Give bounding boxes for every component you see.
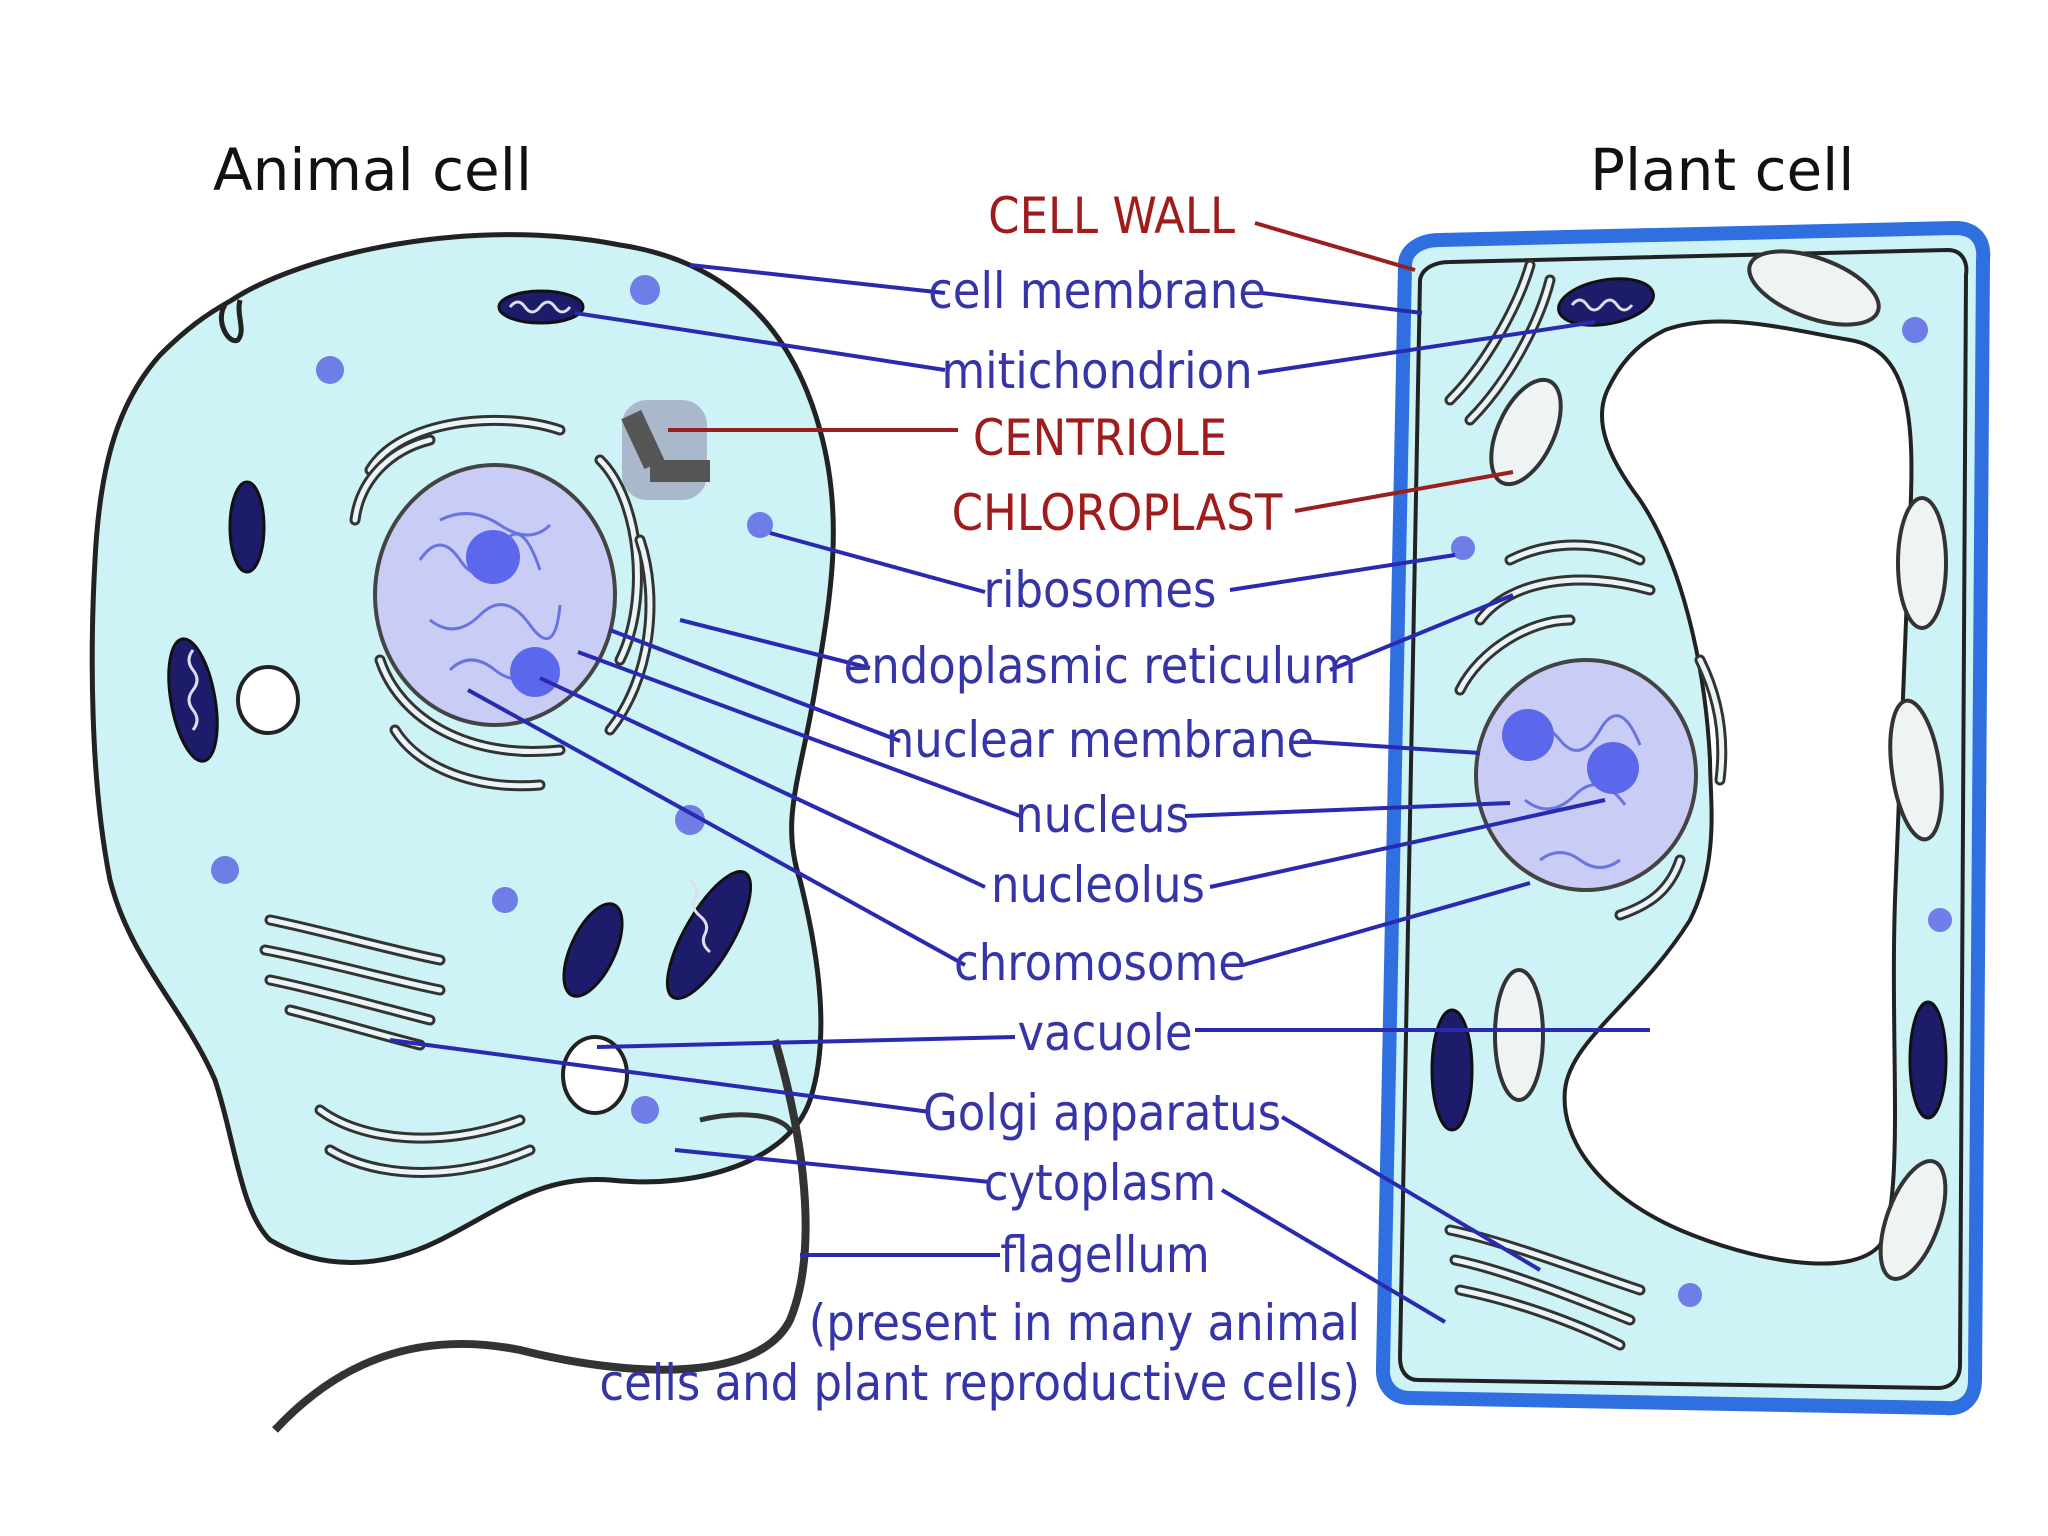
label-centriole: CENTRIOLE [973, 409, 1227, 467]
animal-cell-title: Animal cell [213, 136, 532, 204]
animal-nucleus [349, 414, 656, 792]
label-endoplasmic-reticulum: endoplasmic reticulum [844, 637, 1357, 695]
plant-cell [1375, 220, 1991, 1416]
animal-nucleolus-2 [510, 647, 560, 697]
label-flagellum: flagellum [1000, 1226, 1210, 1284]
plant-nucleolus-2 [1587, 742, 1639, 794]
plant-cell-title: Plant cell [1590, 136, 1854, 204]
label-cell-wall: CELL WALL [988, 187, 1235, 245]
label-chromosome: chromosome [954, 934, 1246, 992]
plant-ribosomes [1451, 317, 1952, 1307]
plant-vacuole [1562, 319, 1914, 1266]
label-nucleus: nucleus [1015, 786, 1189, 844]
plant-nucleolus-1 [1502, 709, 1554, 761]
label-vacuole: vacuole [1017, 1004, 1192, 1062]
centriole-shape [621, 400, 710, 500]
plant-golgi [1444, 1224, 1646, 1351]
flagellum-shape [272, 1038, 810, 1433]
label-cell-membrane: cell membrane [928, 262, 1266, 320]
label-flagellum-note-2: cells and plant reproductive cells) [599, 1354, 1360, 1412]
label-nuclear-membrane: nuclear membrane [886, 711, 1314, 769]
label-flagellum-note-1: (present in many animal [809, 1294, 1360, 1352]
label-chloroplast: CHLOROPLAST [952, 484, 1283, 542]
label-cytoplasm: cytoplasm [984, 1154, 1216, 1212]
label-mitochondrion: mitichondrion [941, 342, 1252, 400]
animal-golgi [259, 914, 536, 1178]
animal-nucleolus-1 [466, 530, 520, 584]
plant-mitochondria [1430, 277, 1948, 1132]
label-nucleolus: nucleolus [991, 856, 1205, 914]
label-golgi-apparatus: Golgi apparatus [923, 1084, 1281, 1142]
plant-cell-membrane [1397, 247, 1969, 1391]
labels: CELL WALL cell membrane mitichondrion CE… [599, 187, 1360, 1412]
leader-lines [389, 221, 1650, 1324]
animal-cell [89, 232, 836, 1433]
animal-ribosomes [211, 275, 773, 1124]
label-ribosomes: ribosomes [984, 561, 1217, 619]
plant-chloroplasts [1489, 249, 1948, 1281]
animal-mitochondria [167, 289, 753, 1000]
plant-nucleus [1454, 539, 1728, 921]
